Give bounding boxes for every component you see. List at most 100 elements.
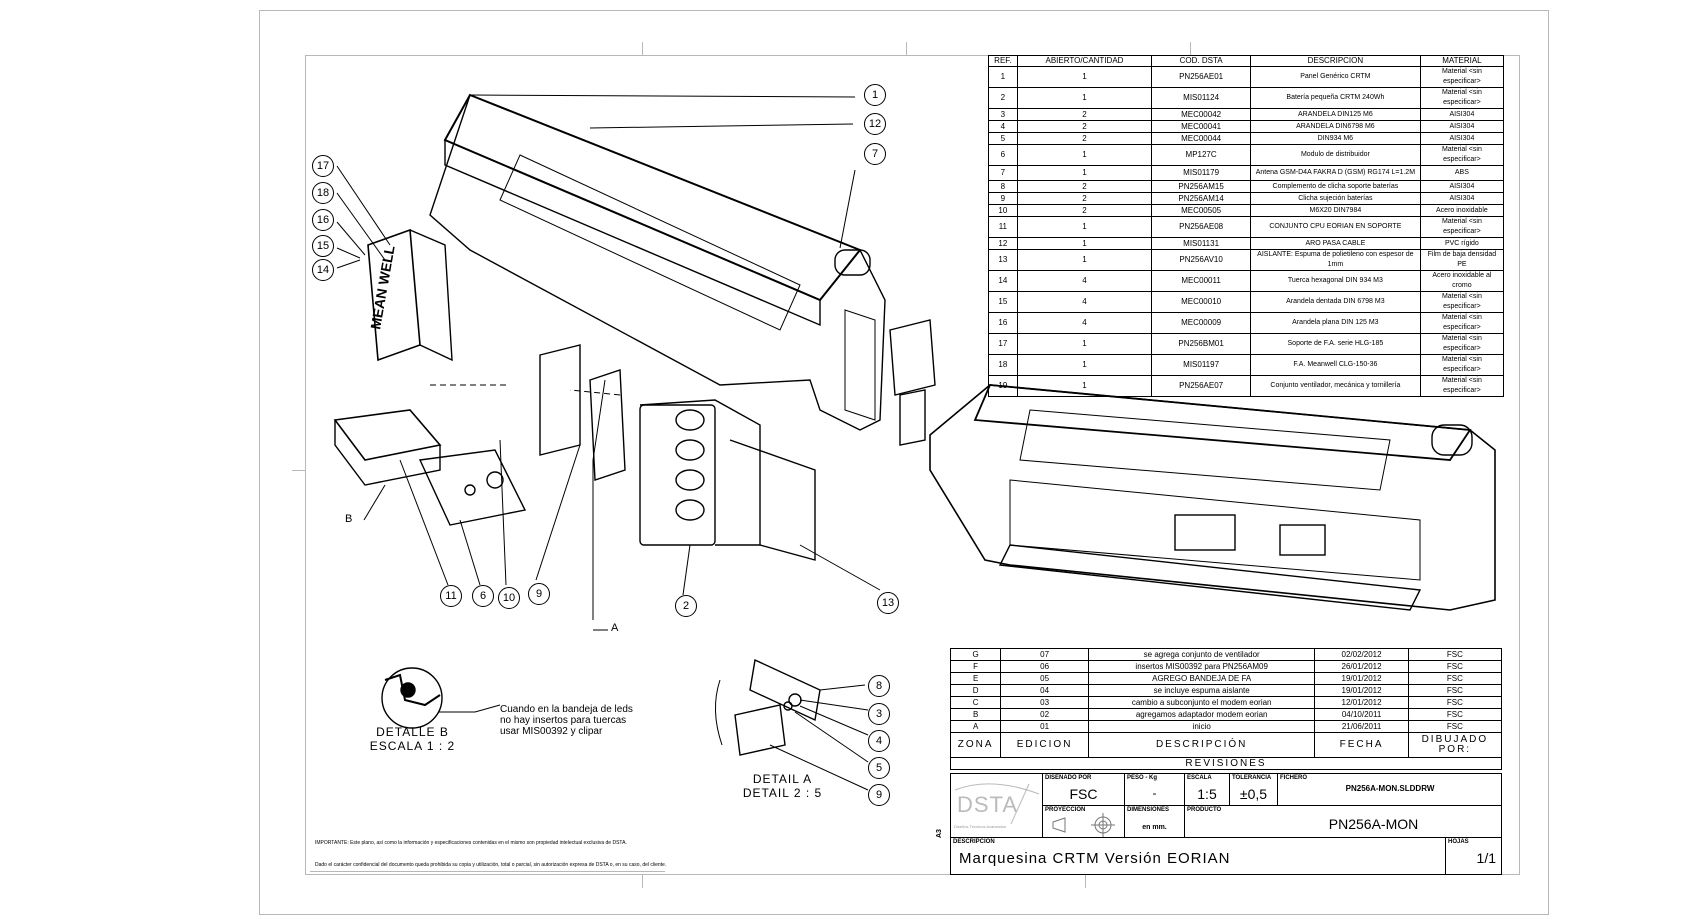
parts-list-qty: 1 xyxy=(1016,249,1153,271)
sheets-value: 1/1 xyxy=(1476,850,1496,866)
parts-list-material: AISI304 xyxy=(1419,120,1505,133)
rev-header-description: DESCRIPCIÓN xyxy=(1087,732,1316,758)
confidentiality-notice: Dado el carácter confidencial del docume… xyxy=(315,862,667,868)
parts-list-code: PN256AM14 xyxy=(1151,192,1251,205)
parts-list-code: MEC00505 xyxy=(1151,204,1251,217)
parts-list-qty: 4 xyxy=(1016,291,1153,313)
frame-tick xyxy=(292,470,305,471)
parts-list-desc: Panel Genérico CRTM xyxy=(1249,66,1421,88)
revision-por: FSC xyxy=(1407,708,1503,721)
revision-fecha: 21/06/2011 xyxy=(1314,720,1409,733)
parts-list-desc: Arandela dentada DIN 6798 M3 xyxy=(1249,291,1421,313)
parts-list-qty: 1 xyxy=(1016,216,1153,238)
parts-list-code: MEC00042 xyxy=(1151,108,1251,121)
tolerance-value: ±0,5 xyxy=(1239,786,1268,802)
parts-list-code: PN256BM01 xyxy=(1151,333,1251,355)
header-description: DESCRIPCION xyxy=(1249,55,1421,67)
parts-list-code: MIS01124 xyxy=(1151,87,1251,109)
company-logo: DSTA Diseños Técnicos Avanzados xyxy=(951,774,1043,838)
revision-edicion: 06 xyxy=(1000,660,1089,673)
parts-list-table: REF. ABIERTO/CANTIDAD COD. DSTA DESCRIPC… xyxy=(988,55,1505,397)
fan-assembly xyxy=(889,319,936,396)
balloon-detail-3: 3 xyxy=(868,703,890,725)
parts-list-ref: 9 xyxy=(988,192,1018,205)
file-label: FICHERO xyxy=(1280,775,1307,781)
sheet-size: A3 xyxy=(936,829,943,838)
parts-list-material: Film de baja densidad PE xyxy=(1419,249,1505,271)
parts-list-header: REF. ABIERTO/CANTIDAD COD. DSTA DESCRIPC… xyxy=(988,55,1505,67)
revision-descripcion: se incluye espuma aislante xyxy=(1087,684,1316,697)
parts-list-material: Material <sin especificar> xyxy=(1419,66,1505,88)
rev-header-edition: EDICION xyxy=(1000,732,1089,758)
assembled-view xyxy=(929,384,1496,611)
parts-list-qty: 2 xyxy=(1016,192,1153,205)
parts-list-ref: 17 xyxy=(988,333,1018,355)
parts-list-code: MEC00044 xyxy=(1151,132,1251,145)
revisions-header: ZONA EDICION DESCRIPCIÓN FECHA DIBUJADO … xyxy=(949,732,1503,758)
revision-fecha: 26/01/2012 xyxy=(1314,660,1409,673)
parts-list-ref: 19 xyxy=(988,375,1018,397)
revision-zona: E xyxy=(949,672,1002,685)
parts-list-ref: 3 xyxy=(988,108,1018,121)
revision-por: FSC xyxy=(1407,648,1503,661)
parts-list-qty: 2 xyxy=(1016,108,1153,121)
revision-zona: B xyxy=(949,708,1002,721)
detail-a-bracket xyxy=(749,658,821,722)
revision-edicion: 02 xyxy=(1000,708,1089,721)
revision-zona: G xyxy=(949,648,1002,661)
parts-list-desc: DIN934 M6 xyxy=(1249,132,1421,145)
balloon-1: 1 xyxy=(864,84,886,106)
parts-list-ref: 14 xyxy=(988,270,1018,292)
detail-b-circle xyxy=(381,667,443,729)
revision-edicion: 01 xyxy=(1000,720,1089,733)
parts-list-code: MP127C xyxy=(1151,144,1251,166)
parts-list-qty: 1 xyxy=(1016,237,1153,250)
parts-list-desc: CONJUNTO CPU EORIAN EN SOPORTE xyxy=(1249,216,1421,238)
parts-list-ref: 18 xyxy=(988,354,1018,376)
parts-list-material: Acero inoxidable xyxy=(1419,204,1505,217)
parts-list-code: MEC00041 xyxy=(1151,120,1251,133)
revision-fecha: 19/01/2012 xyxy=(1314,684,1409,697)
parts-list-code: MEC00011 xyxy=(1151,270,1251,292)
revision-por: FSC xyxy=(1407,684,1503,697)
parts-list-ref: 11 xyxy=(988,216,1018,238)
balloon-detail-9: 9 xyxy=(868,784,890,806)
scale-label: ESCALA xyxy=(1187,775,1212,781)
revision-zona: A xyxy=(949,720,1002,733)
parts-list-code: MEC00010 xyxy=(1151,291,1251,313)
sheets-cell: HOJAS 1/1 xyxy=(1446,838,1502,875)
balloon-9: 9 xyxy=(528,583,550,605)
parts-list-qty: 2 xyxy=(1016,120,1153,133)
parts-list-ref: 12 xyxy=(988,237,1018,250)
parts-list-material: AISI304 xyxy=(1419,180,1505,193)
parts-list-qty: 1 xyxy=(1016,333,1153,355)
revision-por: FSC xyxy=(1407,672,1503,685)
parts-list-desc: Complemento de clicha soporte baterías xyxy=(1249,180,1421,193)
balloon-16: 16 xyxy=(312,209,334,231)
parts-list-material: Material <sin especificar> xyxy=(1419,312,1505,334)
revision-por: FSC xyxy=(1407,696,1503,709)
dimensions-label: DIMENSIONES xyxy=(1127,807,1170,813)
revision-por: FSC xyxy=(1407,720,1503,733)
revision-edicion: 04 xyxy=(1000,684,1089,697)
balloon-detail-4: 4 xyxy=(868,730,890,752)
parts-list-qty: 1 xyxy=(1016,144,1153,166)
frame-tick xyxy=(1085,875,1086,888)
frame-tick xyxy=(642,875,643,888)
parts-list-material: Material <sin especificar> xyxy=(1419,333,1505,355)
parts-list-desc: Soporte de F.A. serie HLG-185 xyxy=(1249,333,1421,355)
revision-fecha: 19/01/2012 xyxy=(1314,672,1409,685)
logo-text: DSTA xyxy=(957,792,1019,817)
tolerance-label: TOLERANCIA xyxy=(1232,775,1272,781)
balloon-detail-5: 5 xyxy=(868,757,890,779)
parts-list-qty: 1 xyxy=(1016,87,1153,109)
parts-list-material: Acero inoxidable al cromo xyxy=(1419,270,1505,292)
